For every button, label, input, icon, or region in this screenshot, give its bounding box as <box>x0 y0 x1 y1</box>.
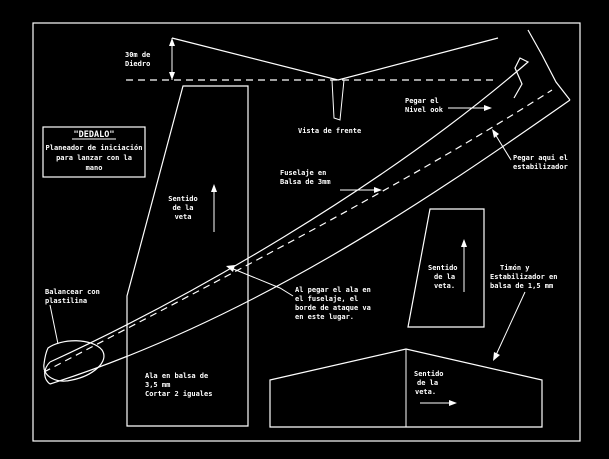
dihedral-arrow-top <box>169 38 175 46</box>
vertical-fin: Sentido de la veta. <box>407 208 485 328</box>
stabilizer-outline <box>269 348 543 428</box>
glue-stab-label-1: Pegar aqui el <box>513 154 568 162</box>
glue-note-line-1: Al pegar el ala en <box>295 286 371 294</box>
title-subtitle-1: Planeador de iniciación <box>46 144 143 152</box>
dihedral-height-label-2: Diedro <box>125 60 150 68</box>
fuselage-grain-arrow-head <box>374 187 382 193</box>
tail-material-label-1: Timón y <box>500 264 530 272</box>
glue-note-line-2: el fuselaje, el <box>295 295 358 303</box>
ballast-label-1: Balancear con <box>45 288 100 296</box>
fuselage-label-1: Fuselaje en <box>280 169 326 177</box>
fuselage-side-view: Balancear con plastilina Fuselaje en Bal… <box>43 29 571 385</box>
fin-grain-label-2: de la <box>434 273 455 281</box>
wing-grain-label-1: Sentido <box>168 195 198 203</box>
tail-material-label-3: balsa de 1,5 mm <box>490 282 553 290</box>
glue-stab-label-2: estabilizador <box>513 163 568 171</box>
glue-stab-arrow-head <box>492 129 499 138</box>
wing-material-label-2: 3,5 mm <box>145 381 170 389</box>
wing-material-label-3: Cortar 2 iguales <box>145 390 212 398</box>
title-box <box>42 126 146 178</box>
stab-grain-label-3: veta. <box>415 388 436 396</box>
fin-outline <box>407 208 485 328</box>
fuselage-bottom-edge <box>49 99 571 385</box>
stab-grain-label-2: de la <box>417 379 438 387</box>
front-view-fuselage <box>331 79 345 121</box>
glue-wing-label-2: Nivel ook <box>405 106 444 114</box>
glue-note-leader <box>230 267 294 297</box>
wing-grain-label-2: de la <box>172 204 193 212</box>
stab-grain-label-1: Sentido <box>414 370 444 378</box>
drawing-border <box>32 22 581 442</box>
title-subtitle-2: para lanzar con la <box>56 154 132 162</box>
wing-outline <box>126 85 249 427</box>
fuselage-top-edge <box>49 57 530 363</box>
ballast-label-2: plastilina <box>45 297 87 305</box>
front-view-wings <box>171 37 499 81</box>
tail-material-arrow-head <box>493 352 500 361</box>
ballast-outline <box>43 340 105 382</box>
dihedral-arrow-bottom <box>169 72 175 80</box>
ballast-leader <box>49 304 59 345</box>
fin-grain-label-1: Sentido <box>428 264 458 272</box>
fin-leading-edge <box>527 29 571 101</box>
front-view: 30m de Diedro Vista de frente <box>125 37 499 135</box>
glider-name: "DEDALO" <box>74 130 115 140</box>
glue-wing-label-1: Pegar el <box>405 97 439 105</box>
fin-grain-label-3: veta. <box>434 282 455 290</box>
fin-grain-arrow-head <box>461 239 467 247</box>
fuselage-label-2: Balsa de 3mm <box>280 178 331 186</box>
tail-material-label-2: Estabilizador en <box>490 273 557 281</box>
stab-grain-arrow-head <box>449 400 457 406</box>
glue-note-line-4: en este lugar. <box>295 313 354 321</box>
glue-note-arrow-head <box>226 265 235 272</box>
wing-panel: Sentido de la veta Ala en balsa de 3,5 m… <box>126 85 249 427</box>
wing-grain-label-3: veta <box>175 213 192 221</box>
fuselage-centerline <box>43 89 553 373</box>
front-view-label: Vista de frente <box>298 127 361 135</box>
horizontal-stabilizer: Sentido de la veta. Timón y Estabilizado… <box>269 264 557 428</box>
tail-material-leader <box>495 291 526 356</box>
wing-material-label-1: Ala en balsa de <box>145 372 208 380</box>
glue-wing-arrow-head <box>484 105 492 111</box>
fuselage-nose <box>44 361 51 385</box>
title-subtitle-3: mano <box>86 164 103 172</box>
glue-note-line-3: borde de ataque va <box>295 304 371 312</box>
dihedral-height-label-1: 30m de <box>125 51 150 59</box>
title-block: "DEDALO" Planeador de iniciación para la… <box>42 126 146 178</box>
wing-grain-arrow-head <box>211 184 217 192</box>
glue-stab-leader <box>494 133 512 161</box>
